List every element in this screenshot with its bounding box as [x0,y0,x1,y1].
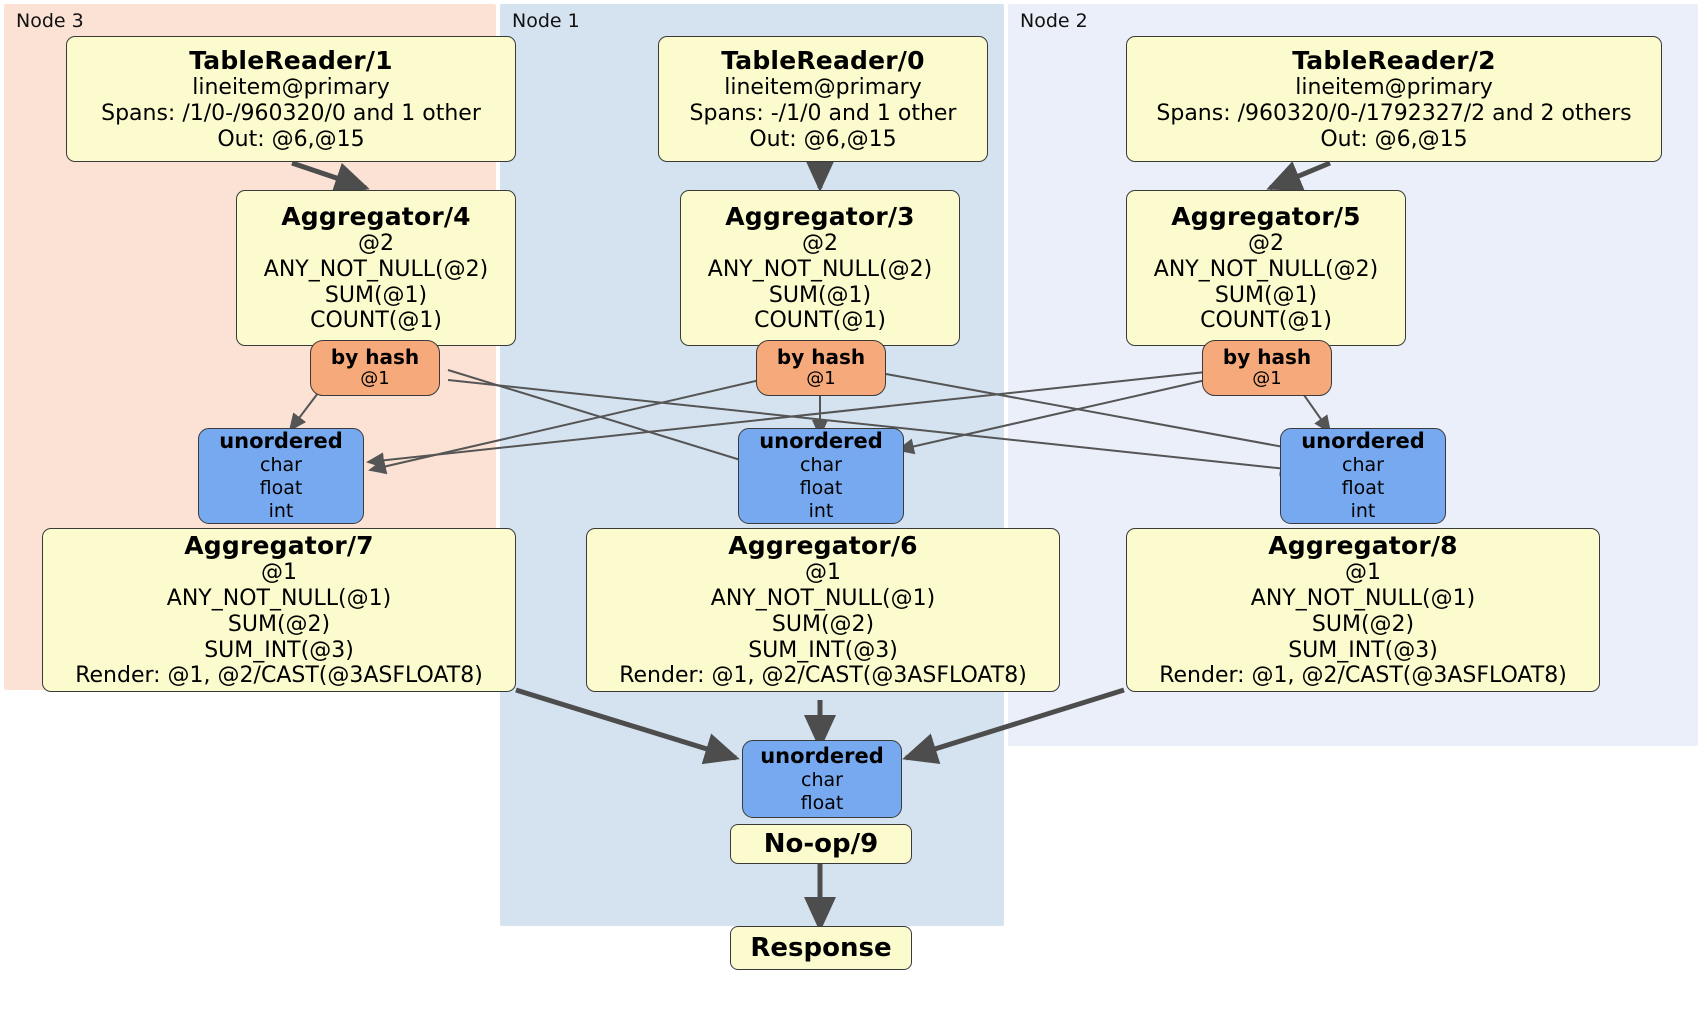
processor-spans: Spans: -/1/0 and 1 other [689,100,957,126]
processor-agg-func: ANY_NOT_NULL(@1) [710,586,936,612]
processor-group-key: @1 [261,560,297,586]
processor-out: Out: @6,@15 [1320,126,1468,152]
processor-title: Aggregator/7 [184,530,374,560]
receiver-type: int [268,500,294,522]
processor-render: Render: @1, @2/CAST(@3ASFLOAT8) [619,663,1027,689]
processor-title: TableReader/0 [721,45,925,75]
receiver-type: int [808,500,834,522]
receiver-title: unordered [759,429,883,454]
no-op-label: No-op/9 [763,829,879,859]
processor-agg-func: SUM(@2) [227,611,331,637]
receiver-type: float [259,477,303,500]
processor-agg-func: ANY_NOT_NULL(@2) [1153,257,1379,283]
node-panel-label-node2: Node 2 [1020,10,1088,32]
processor-agg-func: SUM(@2) [771,611,875,637]
router-by-hash-5[interactable]: by hash @1 [1202,340,1332,396]
router-title: by hash [330,345,420,370]
router-by-hash-3[interactable]: by hash @1 [756,340,886,396]
receiver-type: char [800,454,842,477]
processor-render: Render: @1, @2/CAST(@3ASFLOAT8) [75,663,483,689]
receiver-unordered-8[interactable]: unordered char float int [1280,428,1446,524]
receiver-type: float [800,791,844,814]
receiver-type: char [801,768,843,791]
processor-agg-func: SUM_INT(@3) [204,637,354,663]
router-column: @1 [1252,368,1282,390]
processor-aggregator-6[interactable]: Aggregator/6 @1 ANY_NOT_NULL(@1) SUM(@2)… [586,528,1060,692]
receiver-title: unordered [1301,429,1425,454]
processor-agg-func: SUM(@1) [1214,282,1318,308]
processor-aggregator-3[interactable]: Aggregator/3 @2 ANY_NOT_NULL(@2) SUM(@1)… [680,190,960,346]
processor-agg-func: SUM(@1) [768,282,872,308]
node-panel-label-node3: Node 3 [16,10,84,32]
processor-aggregator-7[interactable]: Aggregator/7 @1 ANY_NOT_NULL(@1) SUM(@2)… [42,528,516,692]
receiver-unordered-final[interactable]: unordered char float [742,740,902,818]
receiver-type: float [1341,477,1385,500]
receiver-type: float [799,477,843,500]
processor-title: Aggregator/4 [281,201,471,231]
processor-spans: Spans: /1/0-/960320/0 and 1 other [101,100,481,126]
processor-title: Aggregator/3 [725,201,915,231]
processor-out: Out: @6,@15 [217,126,365,152]
processor-index: lineitem@primary [192,75,390,101]
processor-title: Aggregator/5 [1171,201,1361,231]
processor-spans: Spans: /960320/0-/1792327/2 and 2 others [1156,100,1632,126]
receiver-type: char [260,454,302,477]
processor-agg-func: COUNT(@1) [1200,308,1332,334]
processor-table-reader-2[interactable]: TableReader/2 lineitem@primary Spans: /9… [1126,36,1662,162]
processor-out: Out: @6,@15 [749,126,897,152]
processor-group-key: @1 [1345,560,1381,586]
processor-group-key: @2 [358,231,394,257]
processor-title: TableReader/2 [1292,45,1496,75]
processor-agg-func: SUM(@2) [1311,611,1415,637]
response-box[interactable]: Response [730,926,912,970]
router-title: by hash [1222,345,1312,370]
processor-agg-func: COUNT(@1) [310,308,442,334]
processor-aggregator-4[interactable]: Aggregator/4 @2 ANY_NOT_NULL(@2) SUM(@1)… [236,190,516,346]
receiver-type: int [1350,500,1376,522]
receiver-title: unordered [760,743,884,768]
processor-agg-func: ANY_NOT_NULL(@1) [166,586,392,612]
receiver-title: unordered [219,429,343,454]
processor-agg-func: ANY_NOT_NULL(@1) [1250,586,1476,612]
processor-table-reader-0[interactable]: TableReader/0 lineitem@primary Spans: -/… [658,36,988,162]
receiver-unordered-7[interactable]: unordered char float int [198,428,364,524]
processor-no-op-9[interactable]: No-op/9 [730,824,912,864]
response-label: Response [750,933,892,963]
processor-aggregator-8[interactable]: Aggregator/8 @1 ANY_NOT_NULL(@1) SUM(@2)… [1126,528,1600,692]
router-by-hash-4[interactable]: by hash @1 [310,340,440,396]
processor-aggregator-5[interactable]: Aggregator/5 @2 ANY_NOT_NULL(@2) SUM(@1)… [1126,190,1406,346]
processor-agg-func: SUM(@1) [324,282,428,308]
processor-agg-func: COUNT(@1) [754,308,886,334]
processor-group-key: @2 [1248,231,1284,257]
node-panel-label-node1: Node 1 [512,10,580,32]
processor-index: lineitem@primary [724,75,922,101]
processor-title: Aggregator/8 [1268,530,1458,560]
processor-group-key: @2 [802,231,838,257]
processor-agg-func: SUM_INT(@3) [1288,637,1438,663]
receiver-unordered-6[interactable]: unordered char float int [738,428,904,524]
router-column: @1 [360,368,390,390]
processor-agg-func: ANY_NOT_NULL(@2) [707,257,933,283]
receiver-type: char [1342,454,1384,477]
processor-table-reader-1[interactable]: TableReader/1 lineitem@primary Spans: /1… [66,36,516,162]
processor-group-key: @1 [805,560,841,586]
processor-title: TableReader/1 [189,45,393,75]
processor-title: Aggregator/6 [728,530,918,560]
router-column: @1 [806,368,836,390]
processor-agg-func: ANY_NOT_NULL(@2) [263,257,489,283]
processor-render: Render: @1, @2/CAST(@3ASFLOAT8) [1159,663,1567,689]
processor-index: lineitem@primary [1295,75,1493,101]
router-title: by hash [776,345,866,370]
processor-agg-func: SUM_INT(@3) [748,637,898,663]
